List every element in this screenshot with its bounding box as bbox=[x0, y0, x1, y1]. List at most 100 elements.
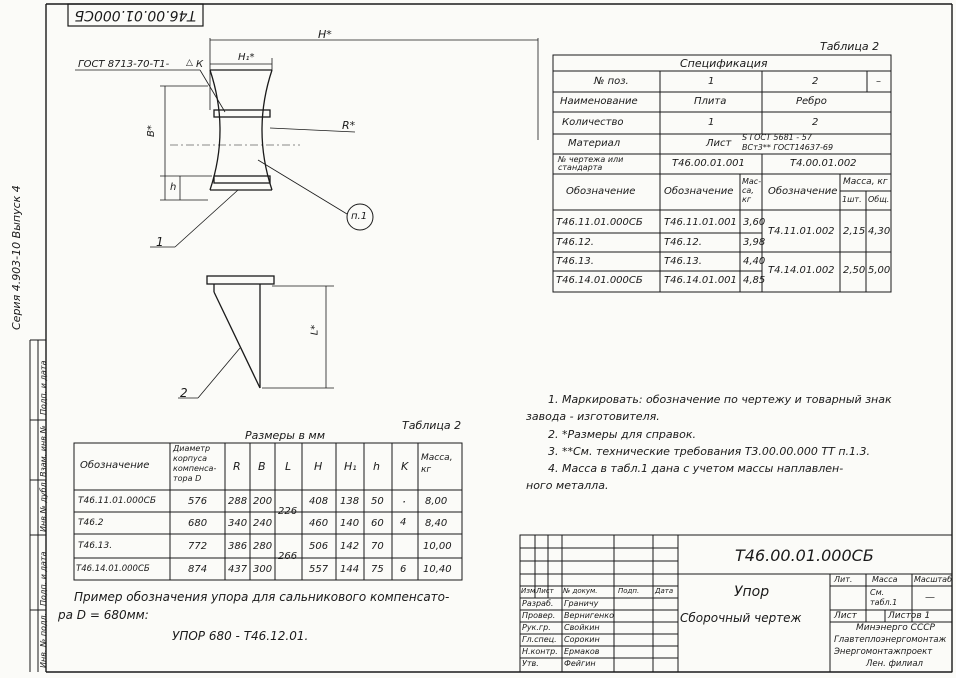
title-role: Н.контр. bbox=[522, 647, 558, 656]
title-h-doc: № докум. bbox=[563, 587, 598, 595]
dims-row-h1: 138 bbox=[340, 496, 360, 507]
dim-r-label: R* bbox=[342, 119, 356, 132]
spec-qty-label: Количество bbox=[562, 117, 624, 128]
side-strip bbox=[29, 339, 46, 672]
stamp-box bbox=[67, 3, 204, 27]
spec-caption: Таблица 2 bbox=[820, 40, 880, 53]
spec-mat-label: Материал bbox=[568, 138, 621, 149]
note-line: 1. Маркировать: обозначение по чертежу и… bbox=[548, 393, 892, 406]
spec-draw-1: Т46.00.01.001 bbox=[672, 158, 745, 169]
header-stamp: Т46.00.01.000СБ bbox=[74, 7, 196, 23]
spec-mat-bottom: ВСт3** ГОСТ14637-69 bbox=[742, 143, 834, 152]
dims-h-diameter: Диаметр корпуса компенса-тора D bbox=[173, 444, 217, 483]
dims-row-hsmall: 50 bbox=[371, 496, 384, 507]
dim-h-label: H* bbox=[318, 28, 332, 41]
spec-pos-2: 2 bbox=[812, 76, 819, 87]
spec-col-designation-2: Обозначение bbox=[664, 186, 734, 197]
title-org-4: Лен. филиал bbox=[866, 659, 923, 669]
title-scale: Масштаб bbox=[914, 575, 953, 584]
spec-title: Спецификация bbox=[680, 57, 768, 70]
title-role: Рук.гр. bbox=[522, 623, 551, 632]
dims-k-dot: · bbox=[402, 495, 406, 509]
spec-pos-label: № поз. bbox=[594, 76, 629, 87]
spec-mat-list: Лист bbox=[706, 138, 732, 149]
weld-k: К bbox=[196, 59, 204, 70]
dims-h-mass: Масса, кг bbox=[421, 453, 453, 475]
dims-l-bottom: 266 bbox=[278, 551, 298, 562]
dims-h-h1: H₁ bbox=[344, 460, 357, 473]
dims-row-hsmall: 75 bbox=[371, 564, 384, 575]
spec-row-b: Т46.12. bbox=[664, 237, 702, 248]
spec-col-mass-kg: Масса, кг bbox=[843, 177, 888, 187]
spec-merged-d: Т4.14.01.002 bbox=[768, 265, 835, 276]
dims-title: Размеры в мм bbox=[245, 429, 326, 442]
dims-row-mass: 8,00 bbox=[425, 496, 448, 507]
title-lit: Лит. bbox=[834, 575, 853, 584]
example-line-2: ра D = 680мм: bbox=[58, 608, 149, 622]
title-mass: Масса bbox=[872, 575, 898, 584]
dims-row-mass: 10,00 bbox=[423, 541, 452, 552]
dims-caption: Таблица 2 bbox=[402, 419, 462, 432]
spec-row-b: Т46.14.01.001 bbox=[664, 275, 737, 286]
dims-row-b: 200 bbox=[253, 496, 273, 507]
note-line: 3. **См. технические требования Т3.00.00… bbox=[548, 445, 871, 458]
note-line: 2. *Размеры для справок. bbox=[548, 428, 697, 441]
title-org-3: Энергомонтажпроект bbox=[834, 647, 933, 657]
title-role-name: Граничу bbox=[564, 599, 599, 608]
spec-draw-label: № чертежа или стандарта bbox=[558, 155, 624, 172]
note-line: 4. Масса в табл.1 дана с учетом массы на… bbox=[548, 462, 844, 475]
dims-row-h1: 140 bbox=[340, 518, 360, 529]
spec-merged-one: 2,50 bbox=[843, 265, 866, 276]
title-name: Упор bbox=[734, 584, 770, 600]
dim-h-small-label: h bbox=[170, 182, 177, 193]
spec-row-b: Т46.13. bbox=[664, 256, 702, 267]
dim-h1-label: H₁* bbox=[238, 52, 255, 63]
title-h-izm: Изм bbox=[521, 587, 536, 595]
dims-row-name: Т46.13. bbox=[78, 541, 113, 551]
spec-merged-one: 2,15 bbox=[843, 226, 866, 237]
spec-pos-1: 1 bbox=[708, 76, 715, 87]
spec-table-grid bbox=[552, 54, 892, 293]
note-line: ного металла. bbox=[526, 479, 609, 492]
dims-h-r: R bbox=[233, 460, 241, 473]
title-role-name: Вернигенко bbox=[564, 611, 614, 620]
dims-row-name: Т46.2 bbox=[78, 518, 104, 528]
side-col-5: Инв. № подл. bbox=[39, 612, 48, 668]
dims-row-mass: 8,40 bbox=[425, 518, 448, 529]
dims-row-r: 437 bbox=[228, 564, 248, 575]
dims-l-top: 226 bbox=[278, 506, 298, 517]
title-sheets: Листов 1 bbox=[888, 611, 931, 621]
example-line-1: Пример обозначения упора для сальниковог… bbox=[74, 590, 450, 604]
side-col-4: Подп. и дата bbox=[39, 551, 48, 607]
dims-row-hsmall: 60 bbox=[371, 518, 384, 529]
dims-row-name: Т46.14.01.000СБ bbox=[76, 564, 150, 574]
callout-1: 1 bbox=[156, 235, 164, 249]
spec-dash: – bbox=[876, 76, 881, 87]
dims-row-r: 288 bbox=[228, 496, 248, 507]
spec-row-a: Т46.14.01.000СБ bbox=[556, 275, 643, 286]
dims-row-d: 874 bbox=[188, 564, 208, 575]
callout-2: 2 bbox=[180, 386, 188, 400]
dims-table-grid bbox=[73, 442, 463, 581]
spec-row-b: Т46.11.01.001 bbox=[664, 217, 737, 228]
dims-row-d: 680 bbox=[188, 518, 208, 529]
dims-row-h: 557 bbox=[309, 564, 329, 575]
title-type: Сборочный чертеж bbox=[680, 611, 802, 625]
spec-qty-1: 1 bbox=[708, 117, 715, 128]
spec-col-total: Общ. bbox=[868, 195, 890, 204]
side-col-2: Взам. инв.№ bbox=[39, 425, 48, 477]
dims-row-h: 460 bbox=[309, 518, 329, 529]
title-h-date: Дата bbox=[655, 587, 674, 595]
spec-col-designation-3: Обозначение bbox=[768, 186, 838, 197]
dims-k-4: 4 bbox=[400, 517, 407, 528]
dims-row-name: Т46.11.01.000СБ bbox=[78, 496, 157, 506]
dims-row-r: 386 bbox=[228, 541, 248, 552]
title-role: Гл.спец. bbox=[522, 635, 557, 644]
dims-row-b: 280 bbox=[253, 541, 273, 552]
example-code: УПОР 680 - Т46.12.01. bbox=[172, 629, 309, 643]
dims-h-k: K bbox=[401, 460, 409, 473]
title-role-name: Ермаков bbox=[564, 647, 600, 656]
dims-row-h1: 144 bbox=[340, 564, 360, 575]
